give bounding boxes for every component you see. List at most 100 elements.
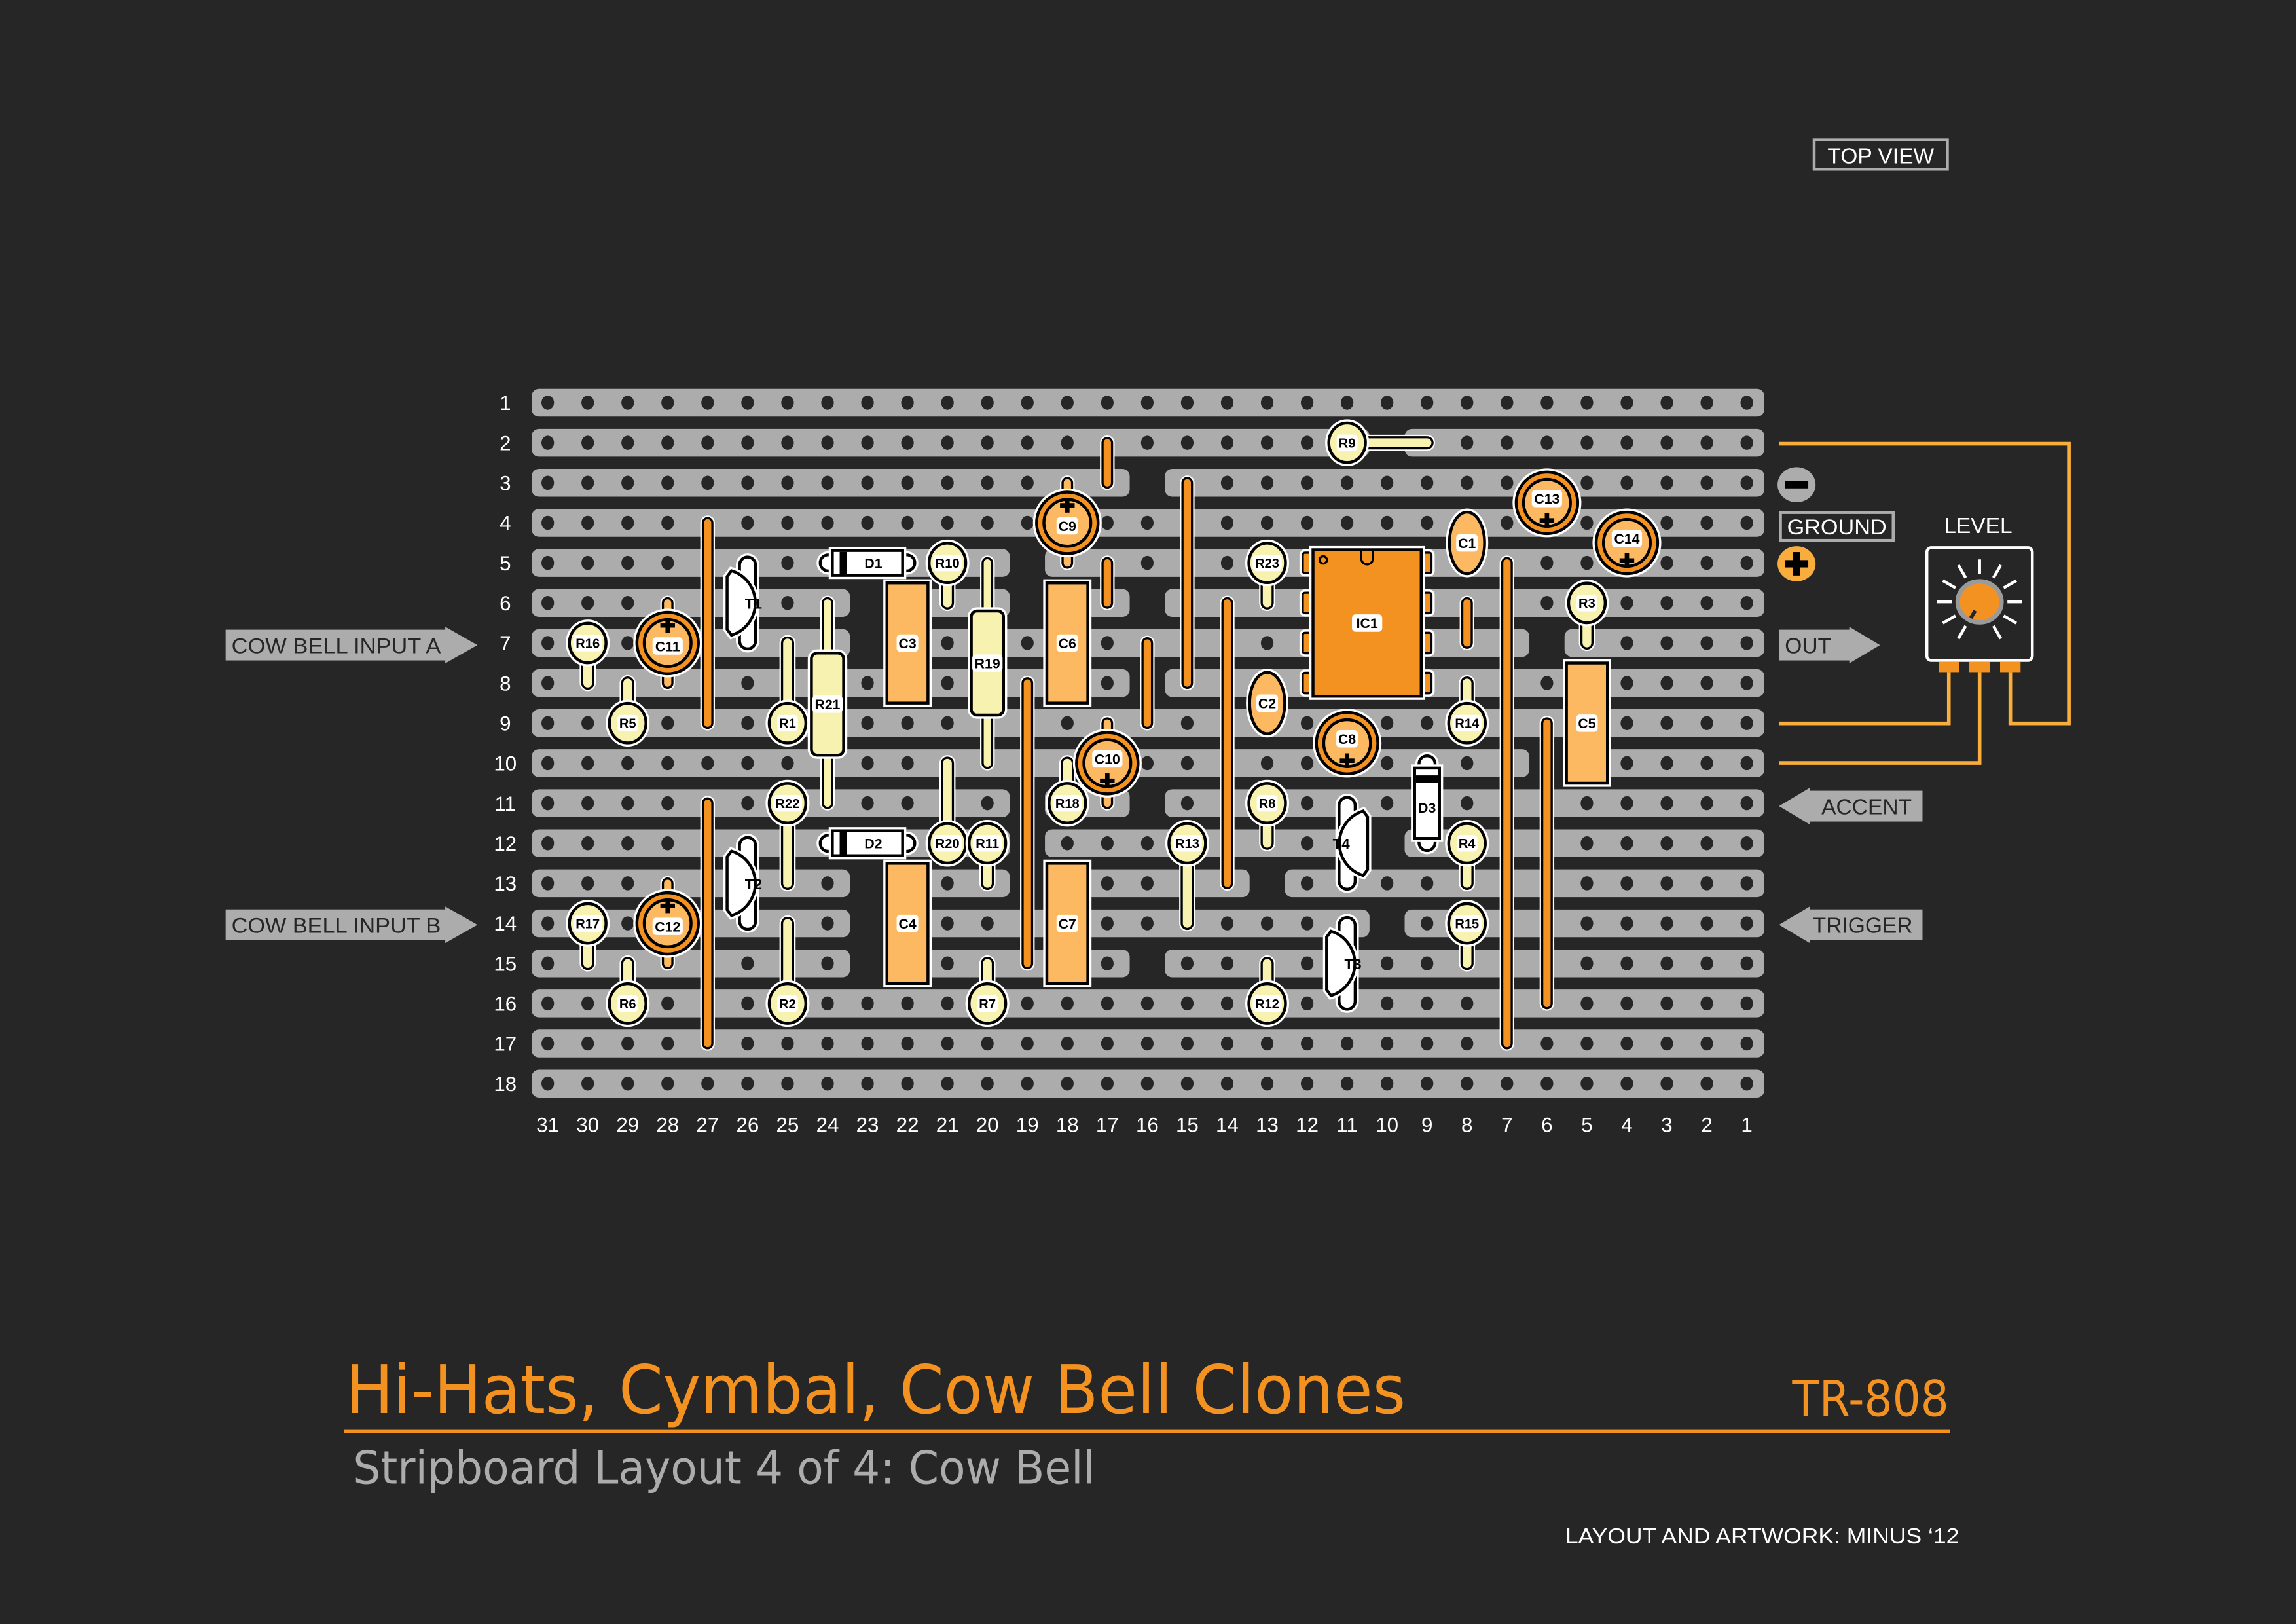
component-label: C13: [1531, 489, 1562, 507]
label-background: [973, 835, 1002, 852]
hole: [1381, 396, 1394, 410]
hole: [1021, 435, 1034, 450]
hole: [1740, 676, 1753, 690]
hole: [1660, 716, 1673, 730]
column-number: 20: [976, 1114, 999, 1137]
component-label: R9: [1336, 434, 1358, 451]
resistor-r8: R8: [1245, 779, 1290, 852]
hole: [1660, 596, 1673, 610]
film-capacitor-c5: C5: [1563, 659, 1611, 787]
electrolytic-capacitor-c11: C11: [633, 595, 702, 691]
label-text: R6: [619, 997, 636, 1012]
column-number: 12: [1296, 1114, 1319, 1137]
hole: [781, 555, 794, 570]
hole: [781, 475, 794, 490]
resistor-r4: R4: [1445, 819, 1489, 892]
label-background: [933, 835, 962, 852]
hole: [901, 796, 914, 811]
label-background: [896, 914, 919, 932]
transistor-body-fill: [725, 568, 757, 637]
component-label: R11: [973, 835, 1002, 852]
hole: [1620, 876, 1633, 891]
hole: [581, 515, 594, 530]
label-background: [1252, 995, 1282, 1012]
hole: [1700, 555, 1713, 570]
hole: [741, 796, 754, 811]
hole: [1381, 1036, 1394, 1051]
pot-pointer: [1969, 610, 1977, 619]
component-label: C3: [896, 634, 919, 652]
hole: [1021, 1036, 1034, 1051]
resistor-head: [765, 980, 810, 1027]
hole: [1180, 1036, 1194, 1051]
hole: [1660, 636, 1673, 650]
column-number: 10: [1376, 1114, 1398, 1137]
input-b-connector: COW BELL INPUT B: [225, 906, 478, 944]
electrolytic-capacitor-c12: C12: [633, 876, 702, 971]
label-background: [1053, 795, 1082, 812]
copper-strip: [532, 589, 850, 618]
column-number: 11: [1336, 1114, 1358, 1137]
resistor-r21: R21: [807, 595, 848, 811]
hole: [861, 716, 874, 730]
pin1-dot: [1318, 555, 1328, 565]
hole: [1740, 796, 1753, 811]
diode-d1: D1: [816, 547, 919, 580]
hole: [1660, 876, 1673, 891]
hole: [1461, 396, 1474, 410]
label-background: [1611, 530, 1643, 547]
component-label: R19: [972, 654, 1003, 672]
label-text: R13: [1175, 837, 1199, 851]
hole: [1620, 916, 1633, 931]
hole: [1421, 1076, 1434, 1091]
hole: [1501, 475, 1514, 490]
transistor-label: T4: [1333, 836, 1351, 853]
hole: [981, 435, 994, 450]
resistor-r18: R18: [1045, 755, 1089, 827]
hole: [1341, 1076, 1354, 1091]
hole: [941, 996, 954, 1011]
hole: [1381, 716, 1394, 730]
hole: [781, 756, 794, 771]
hole: [1580, 435, 1594, 450]
hole: [821, 876, 834, 891]
row-number: 12: [494, 832, 517, 855]
hole: [1740, 756, 1753, 771]
hole: [1140, 916, 1154, 931]
hole: [1101, 876, 1114, 891]
hole: [541, 716, 555, 730]
hole: [1300, 475, 1314, 490]
hole: [1260, 396, 1274, 410]
hole: [1101, 1036, 1114, 1051]
component-label: R22: [773, 795, 803, 812]
electrolytic-capacitor-c14: C14: [1592, 508, 1662, 578]
hole: [1140, 1076, 1154, 1091]
hole: [1540, 396, 1554, 410]
hole: [821, 435, 834, 450]
hole: [1300, 1076, 1314, 1091]
hole: [1260, 1076, 1274, 1091]
column-number: 29: [616, 1114, 639, 1137]
label-text: R18: [1055, 797, 1080, 811]
plus-icon: [1539, 513, 1555, 528]
hole: [1580, 475, 1594, 490]
row-number: 6: [500, 592, 511, 615]
hole: [1740, 396, 1753, 410]
hole: [1580, 836, 1594, 851]
power-connector: GROUND: [1777, 467, 1895, 581]
label-background: [1056, 634, 1078, 652]
strip-row-18: [532, 1069, 1764, 1098]
hole: [1501, 515, 1514, 530]
hole: [1421, 716, 1434, 730]
resistor-r3: R3: [1565, 579, 1609, 652]
plus-v: [1345, 753, 1349, 768]
label-text: C8: [1338, 731, 1356, 747]
electrolytic-capacitor-c8: C8: [1313, 709, 1382, 778]
label-text: C9: [1059, 519, 1076, 534]
hole: [1740, 916, 1753, 931]
label-background: [862, 834, 884, 853]
hole: [701, 756, 714, 771]
row-number: 14: [494, 912, 517, 935]
resistor-r12: R12: [1245, 955, 1290, 1027]
hole: [701, 435, 714, 450]
